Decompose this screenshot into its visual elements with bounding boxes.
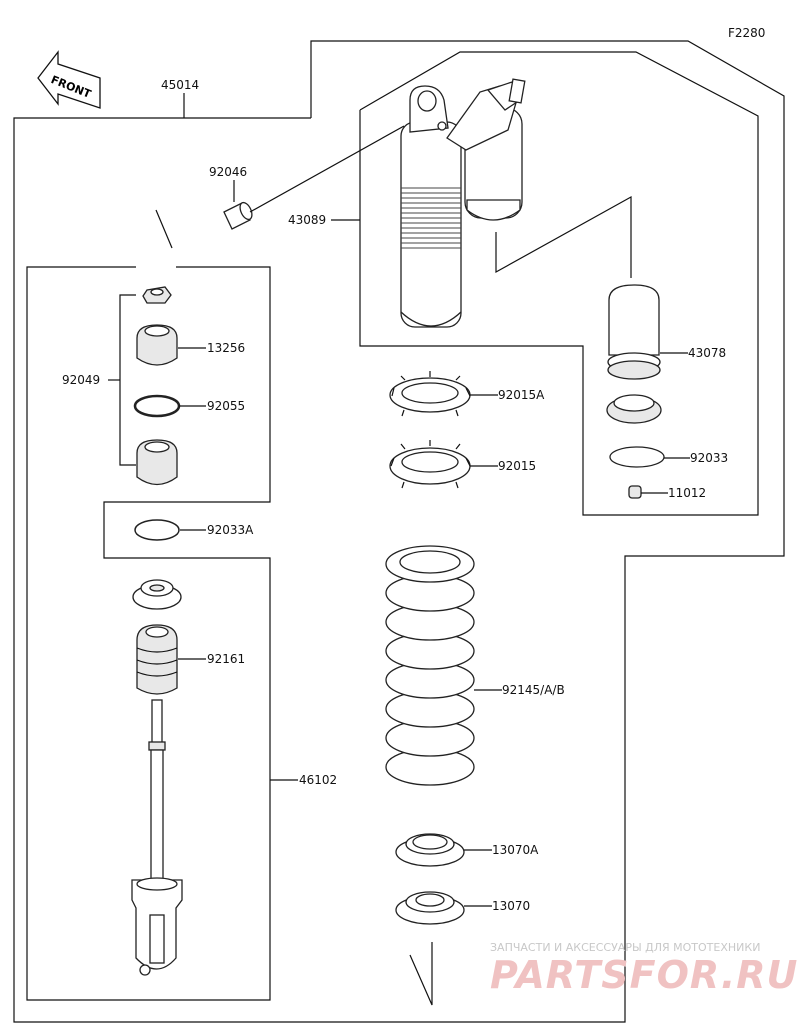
diagram-code: F2280 xyxy=(728,26,765,40)
label-92015: 92015 xyxy=(498,459,536,473)
spring-seat-13070-part xyxy=(395,891,465,925)
label-92161: 92161 xyxy=(207,652,245,666)
label-43089: 43089 xyxy=(288,213,326,227)
valve-cap-11012-part xyxy=(628,485,642,499)
label-92145: 92145/A/B xyxy=(502,683,565,697)
label-46102: 46102 xyxy=(299,773,337,787)
nut-part xyxy=(142,286,172,304)
frame-43089 xyxy=(359,51,759,516)
frame-46102 xyxy=(26,266,271,1001)
damper-rod-part xyxy=(131,699,183,976)
locknut-92015-part xyxy=(389,440,471,489)
bumpstop-92161-part xyxy=(136,624,178,695)
label-92046: 92046 xyxy=(209,165,247,179)
label-92049: 92049 xyxy=(62,373,100,387)
bearing-92046-part xyxy=(223,201,253,230)
watermark-logo: PARTSFOR.RU xyxy=(490,953,798,997)
label-13256: 13256 xyxy=(207,341,245,355)
clip-92033A-part xyxy=(134,519,180,541)
oring-92055-part xyxy=(133,394,181,418)
locknut-92015A-part xyxy=(389,371,471,417)
label-11012: 11012 xyxy=(668,486,706,500)
label-92055: 92055 xyxy=(207,399,245,413)
shock-body-part xyxy=(400,78,526,328)
circlip-92033-part xyxy=(609,446,665,468)
label-13070A: 13070A xyxy=(492,843,539,857)
label-13070: 13070 xyxy=(492,899,530,913)
watermark-tagline: ЗАПЧАСТИ И АКСЕССУАРЫ ДЛЯ МОТОТЕХНИКИ xyxy=(490,941,760,954)
label-43078: 43078 xyxy=(688,346,726,360)
label-92015A: 92015A xyxy=(498,388,545,402)
piston-13256-part xyxy=(136,324,178,366)
reservoir-cap-part xyxy=(606,394,662,424)
label-92033A: 92033A xyxy=(207,523,254,537)
bladder-43078-part xyxy=(607,284,661,380)
front-arrow-icon: FRONT xyxy=(37,50,101,109)
spring-seat-13070A-part xyxy=(395,833,465,867)
label-92033: 92033 xyxy=(690,451,728,465)
label-45014: 45014 xyxy=(161,78,199,92)
spring-92145-part xyxy=(385,545,475,786)
frame-45014 xyxy=(13,40,785,1023)
washer-part xyxy=(132,579,182,610)
valve-part xyxy=(136,439,178,486)
